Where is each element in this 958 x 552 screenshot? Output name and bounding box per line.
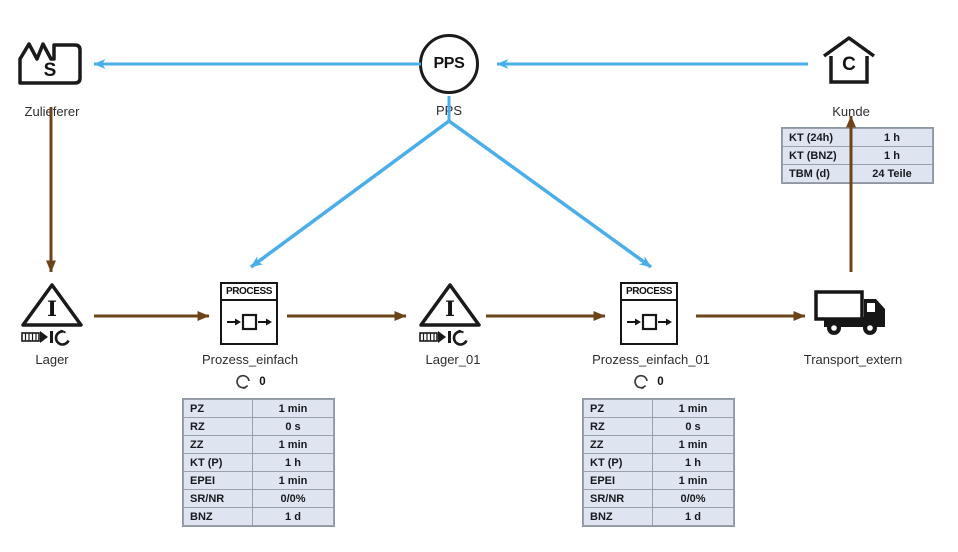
- table-row: BNZ 1 d: [183, 507, 334, 526]
- table-row: BNZ 1 d: [583, 507, 734, 526]
- house-icon: [822, 36, 876, 84]
- table-cell-key: RZ: [583, 417, 653, 436]
- fifo-withdrawal-icon: [21, 329, 70, 346]
- kunde-label: Kunde: [832, 104, 870, 119]
- table-row: SR/NR 0/0%: [583, 489, 734, 508]
- lager-node[interactable]: I: [19, 279, 85, 349]
- table-cell-key: SR/NR: [183, 489, 253, 508]
- truck-icon: [814, 290, 885, 335]
- table-row: EPEI 1 min: [583, 471, 734, 490]
- prozess-einfach-01-label: Prozess_einfach_01: [592, 352, 710, 367]
- table-cell-value: 1 min: [652, 471, 734, 490]
- table-cell-key: PZ: [183, 399, 253, 418]
- table-cell-key: KT (P): [183, 453, 253, 472]
- table-cell-value: 1 d: [652, 507, 734, 526]
- pps-label: PPS: [435, 103, 462, 118]
- table-cell-value: 0/0%: [252, 489, 334, 508]
- prozess-einfach-node[interactable]: PROCESS: [220, 282, 278, 345]
- table-row: ZZ 1 min: [583, 435, 734, 454]
- transport-extern-node[interactable]: [812, 287, 892, 337]
- process-box-title: PROCESS: [222, 284, 276, 301]
- table-cell-key: PZ: [583, 399, 653, 418]
- table-cell-value: 1 min: [652, 435, 734, 454]
- zulieferer-label: Zulieferer: [24, 104, 80, 119]
- table-cell-key: BNZ: [183, 507, 253, 526]
- table-row: ZZ 1 min: [183, 435, 334, 454]
- table-row: KT (BNZ) 1 h: [782, 146, 933, 165]
- table-cell-value: 1 h: [851, 146, 933, 165]
- prozess-einfach-data-table[interactable]: PZ 1 min RZ 0 s ZZ 1 min KT (P) 1 h EPEI…: [183, 399, 334, 526]
- lager-01-label: Lager_01: [425, 352, 481, 367]
- prozess-einfach-01-node[interactable]: PROCESS: [620, 282, 678, 345]
- lager-label: Lager: [35, 352, 69, 367]
- info-flow-pps-to-prozess-einfach-01[interactable]: [447, 119, 653, 269]
- kunde-node[interactable]: C: [820, 34, 878, 86]
- table-row: PZ 1 min: [583, 399, 734, 418]
- table-cell-value: 1 h: [851, 128, 933, 147]
- prozess-einfach-01-data-table[interactable]: PZ 1 min RZ 0 s ZZ 1 min KT (P) 1 h EPEI…: [583, 399, 734, 526]
- table-row: EPEI 1 min: [183, 471, 334, 490]
- info-flow-pps-to-prozess-einfach[interactable]: [249, 119, 451, 269]
- process-flow-icon: [627, 313, 672, 331]
- table-cell-value: 1 min: [252, 435, 334, 454]
- table-cell-key: BNZ: [583, 507, 653, 526]
- table-row: RZ 0 s: [183, 417, 334, 436]
- kunde-symbol: C: [842, 54, 856, 75]
- inventory-triangle-icon: [419, 283, 481, 346]
- zulieferer-symbol: S: [43, 60, 57, 81]
- table-row: KT (P) 1 h: [183, 453, 334, 472]
- table-cell-key: TBM (d): [782, 164, 852, 183]
- kunde-data-table[interactable]: KT (24h) 1 h KT (BNZ) 1 h TBM (d) 24 Tei…: [782, 128, 933, 183]
- table-cell-value: 1 h: [652, 453, 734, 472]
- table-row: PZ 1 min: [183, 399, 334, 418]
- prozess-einfach-operators: 0: [210, 374, 290, 390]
- table-cell-value: 0/0%: [652, 489, 734, 508]
- table-cell-value: 0 s: [252, 417, 334, 436]
- operator-icon: [236, 374, 251, 390]
- inventory-triangle-icon: [21, 283, 83, 346]
- pps-node[interactable]: PPS: [419, 34, 479, 94]
- table-row: KT (24h) 1 h: [782, 128, 933, 147]
- table-cell-value: 24 Teile: [851, 164, 933, 183]
- factory-icon: [18, 42, 82, 85]
- pps-symbol: PPS: [433, 55, 465, 72]
- process-flow-icon: [227, 313, 272, 331]
- lager-01-node[interactable]: I: [417, 279, 483, 349]
- table-cell-key: EPEI: [583, 471, 653, 490]
- table-cell-key: KT (BNZ): [782, 146, 852, 165]
- table-row: KT (P) 1 h: [583, 453, 734, 472]
- process-box-title: PROCESS: [622, 284, 676, 301]
- prozess-einfach-label: Prozess_einfach: [201, 352, 299, 367]
- zulieferer-node[interactable]: S: [14, 33, 86, 87]
- operator-count: 0: [259, 376, 266, 388]
- lager-symbol: I: [47, 295, 57, 321]
- table-row: SR/NR 0/0%: [183, 489, 334, 508]
- table-cell-value: 1 d: [252, 507, 334, 526]
- operator-count: 0: [657, 376, 664, 388]
- lager-01-symbol: I: [445, 295, 455, 321]
- table-cell-key: KT (P): [583, 453, 653, 472]
- table-cell-key: EPEI: [183, 471, 253, 490]
- table-row: TBM (d) 24 Teile: [782, 164, 933, 183]
- table-cell-value: 1 h: [252, 453, 334, 472]
- table-cell-key: KT (24h): [782, 128, 852, 147]
- table-cell-key: ZZ: [583, 435, 653, 454]
- table-cell-key: ZZ: [183, 435, 253, 454]
- fifo-withdrawal-icon: [419, 329, 468, 346]
- table-cell-key: RZ: [183, 417, 253, 436]
- table-cell-value: 0 s: [652, 417, 734, 436]
- table-cell-value: 1 min: [252, 471, 334, 490]
- table-cell-key: SR/NR: [583, 489, 653, 508]
- table-cell-value: 1 min: [652, 399, 734, 418]
- table-cell-value: 1 min: [252, 399, 334, 418]
- prozess-einfach-01-operators: 0: [608, 374, 688, 390]
- transport-extern-label: Transport_extern: [803, 352, 903, 367]
- table-row: RZ 0 s: [583, 417, 734, 436]
- operator-icon: [634, 374, 649, 390]
